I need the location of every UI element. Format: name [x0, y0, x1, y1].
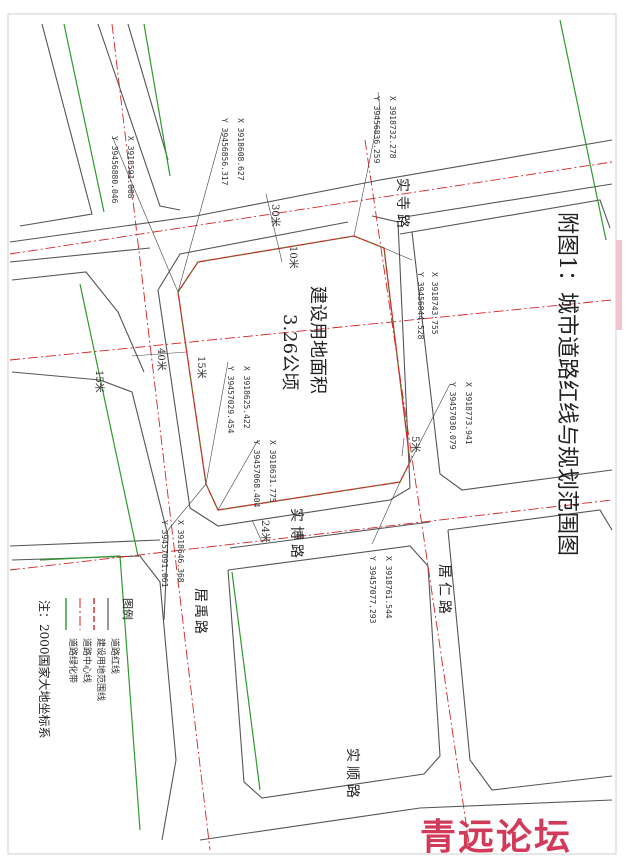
leader-line	[177, 131, 223, 293]
centerline	[9, 299, 613, 361]
coord-x: X 3918773.941	[464, 382, 473, 445]
road-edge	[9, 539, 161, 547]
road-edge	[397, 183, 613, 219]
centerline	[111, 23, 211, 851]
block-outline	[411, 231, 613, 491]
dim-line	[131, 351, 187, 357]
coordinate-note: 注：2000国家大地坐标系	[37, 600, 52, 739]
road-edge	[199, 799, 613, 841]
green-line	[39, 555, 141, 831]
coord-x: X 3918743.755	[430, 272, 439, 335]
coord-y: Y 39457091.061	[160, 520, 169, 588]
coord-x: X 3918646.368	[176, 520, 185, 583]
road-edge	[97, 23, 181, 211]
dim-line	[265, 193, 283, 263]
road-label-juyu: 居禹路	[192, 588, 208, 636]
block-outline	[447, 529, 613, 791]
centerline	[9, 499, 613, 571]
green-line	[63, 23, 105, 213]
block-outline	[11, 371, 169, 621]
dim-15m-b: 15米	[195, 356, 208, 379]
coord-x: X 3918631.775	[268, 440, 277, 503]
centerline	[364, 139, 471, 851]
coord-x: X 3918591.008	[126, 136, 135, 199]
area-value: 3.26公顷	[279, 314, 300, 390]
road-label-juren: 居仁路	[436, 564, 452, 618]
green-line	[559, 19, 607, 241]
legend-item-label: 道路绿化带	[67, 638, 79, 683]
coord-y: Y 39456844.528	[416, 272, 425, 340]
coord-x: X 3918625.422	[242, 366, 251, 429]
leader-line	[111, 135, 179, 293]
legend-item-label: 道路中心线	[81, 638, 93, 683]
leader-line	[371, 481, 401, 545]
dim-10m: 10米	[287, 246, 300, 269]
leader-line	[217, 439, 259, 511]
road-red-lines	[9, 23, 613, 841]
block-outline	[447, 509, 613, 531]
rotated-annotations: 附图1：城市道路红线与规划范围图 建设用地面积 3.26公顷 实寺路 实博路 居…	[93, 96, 579, 802]
centerline	[9, 161, 613, 255]
coord-y: Y 39457029.454	[226, 366, 235, 434]
dim-40m: 40米	[155, 348, 168, 371]
green-line	[231, 571, 261, 791]
dim-line	[401, 437, 405, 457]
leader-line	[353, 91, 381, 237]
block-outline	[11, 271, 145, 373]
block-outline	[399, 199, 611, 235]
page-border	[7, 13, 617, 855]
road-edge	[127, 23, 169, 161]
road-label-shisi: 实寺路	[394, 178, 410, 232]
road-label-jubo: 实博路	[288, 508, 305, 562]
legend-item-label: 建设用地范围线	[95, 638, 107, 701]
coord-y: Y 39457068.404	[252, 440, 261, 508]
block-outline	[19, 23, 93, 227]
map-title: 附图1：城市道路红线与规划范围图	[554, 212, 579, 556]
dim-24m: 24米	[259, 520, 272, 543]
leader-line	[205, 361, 229, 485]
road-edge	[9, 139, 613, 243]
road-center-lines	[9, 23, 613, 851]
coord-x: X 3918608.627	[236, 118, 245, 181]
dim-5m: 5米	[409, 436, 422, 452]
legend-title: 图例	[121, 598, 135, 620]
road-edge	[229, 521, 431, 549]
coord-y: Y 39456836.259	[372, 96, 381, 164]
road-label-shishun: 实顺路	[344, 748, 360, 802]
coord-x: X 3918732.278	[388, 96, 397, 159]
green-belts	[39, 19, 607, 831]
dim-30m: 30米	[269, 204, 282, 227]
area-label: 建设用地面积	[307, 286, 328, 394]
road-edge	[9, 247, 151, 263]
road-edge	[157, 289, 411, 527]
leader-lines	[111, 91, 451, 545]
legend-item-label: 道路红线	[109, 638, 121, 674]
dimension-marks	[131, 193, 405, 543]
road-edge	[157, 221, 349, 291]
watermark-logo: 青远论坛	[420, 817, 573, 858]
dim-15m-a: 15米	[93, 370, 106, 393]
coord-y: Y 39456856.317	[220, 118, 229, 186]
leader-line	[409, 383, 451, 463]
coord-x: X 3918761.544	[384, 556, 393, 619]
coord-y: Y 39456880.046	[110, 136, 119, 204]
dim-line	[251, 519, 263, 543]
coord-y: Y 39457030.079	[448, 382, 457, 450]
coord-y: Y 39457077.293	[368, 556, 377, 624]
leader-line	[383, 247, 413, 261]
green-line	[79, 283, 139, 557]
seal-mark	[616, 240, 622, 330]
road-edge	[371, 215, 411, 489]
block-outline	[227, 545, 441, 799]
green-line	[143, 23, 171, 177]
leader-line	[167, 483, 207, 531]
legend: 图例 道路红线 建设用地范围线 道路中心线 道路绿化带 注：2000国家大地坐标…	[37, 598, 135, 739]
